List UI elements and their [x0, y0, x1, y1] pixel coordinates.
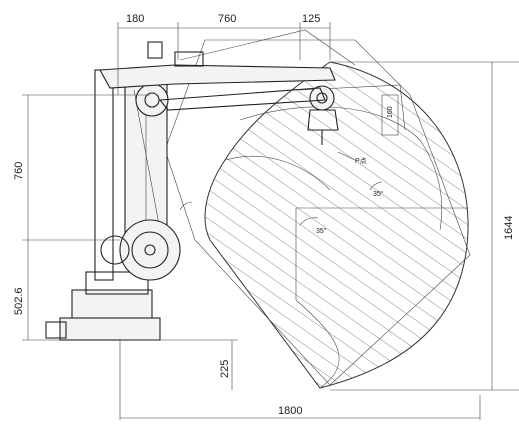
upper-arm-motor [174, 51, 204, 67]
angle-markers: 35° 35° [179, 181, 384, 235]
dim-bottom-inner: 225 [219, 360, 231, 378]
upper-arm-parallel-link [158, 87, 326, 111]
dimension-lines [22, 22, 519, 420]
base-connector [45, 321, 67, 339]
base-turret [85, 271, 149, 295]
dim-left-upper: 760 [13, 162, 25, 180]
reach-square-outline [164, 29, 471, 386]
workspace-envelope [204, 61, 469, 389]
dim-top-mid: 760 [218, 13, 236, 25]
dim-top-left: 180 [126, 13, 144, 25]
angle-label-lower: 35° [316, 227, 327, 235]
robot-base [45, 271, 161, 341]
base-plate [71, 289, 153, 321]
robot-upper-arm [99, 41, 339, 145]
point-p-leader [337, 151, 356, 161]
dim-bottom: 1800 [278, 405, 302, 417]
angle-label-right: 35° [373, 190, 384, 198]
dim-top-right: 125 [302, 13, 320, 25]
lower-arm-left-rail [94, 69, 114, 281]
end-effector-flange [307, 109, 339, 131]
wrist-offset-box [381, 94, 399, 136]
arm-note: 160 [387, 106, 394, 118]
wrist-joint [309, 85, 335, 111]
dim-left-lower: 502.6 [13, 287, 25, 315]
point-p-label: P点 [355, 157, 367, 165]
main-joint-inner [131, 231, 169, 269]
main-joint-outer [119, 219, 181, 281]
upper-arm-cap [147, 41, 163, 59]
shoulder-joint-hub [144, 92, 160, 108]
base-foot [59, 317, 161, 341]
main-joint-hub [144, 244, 156, 256]
motor-joint [100, 235, 130, 265]
dim-right: 1644 [503, 216, 515, 240]
